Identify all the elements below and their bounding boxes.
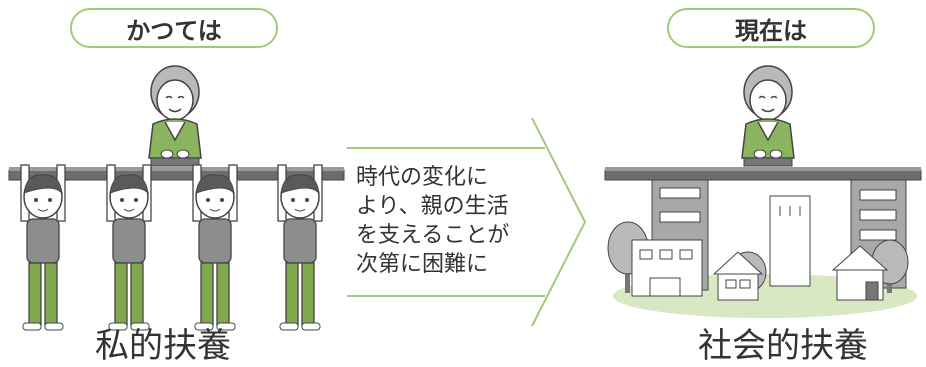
right-scene <box>604 65 922 318</box>
right-title-pill: 現在は <box>667 8 875 48</box>
left-title-pill: かつては <box>70 8 278 48</box>
transition-line-2: より、親の生活 <box>356 194 509 219</box>
transition-text: 時代の変化に より、親の生活 を支えることが 次第に困難に <box>356 163 531 279</box>
right-title: 現在は <box>735 16 807 45</box>
left-title: かつては <box>126 16 222 45</box>
house-icon <box>831 245 889 301</box>
transition-line-3: を支えることが <box>356 223 510 248</box>
right-caption: 社会的扶養 <box>698 326 868 366</box>
house-icon <box>712 251 764 301</box>
person-icon <box>20 164 66 331</box>
left-caption: 私的扶養 <box>95 326 231 366</box>
elderly-woman-icon <box>741 65 795 167</box>
support-beam <box>604 169 922 181</box>
person-icon <box>277 164 323 331</box>
transition-line-1: 時代の変化に <box>356 165 489 190</box>
building-icon <box>769 195 811 287</box>
transition-line-4: 次第に困難に <box>356 252 489 277</box>
arrow-chevron-icon <box>347 117 587 327</box>
person-icon <box>192 164 238 331</box>
person-icon <box>106 164 152 331</box>
elderly-woman-icon <box>148 65 202 167</box>
building-icon <box>631 239 703 297</box>
left-scene <box>8 65 345 331</box>
